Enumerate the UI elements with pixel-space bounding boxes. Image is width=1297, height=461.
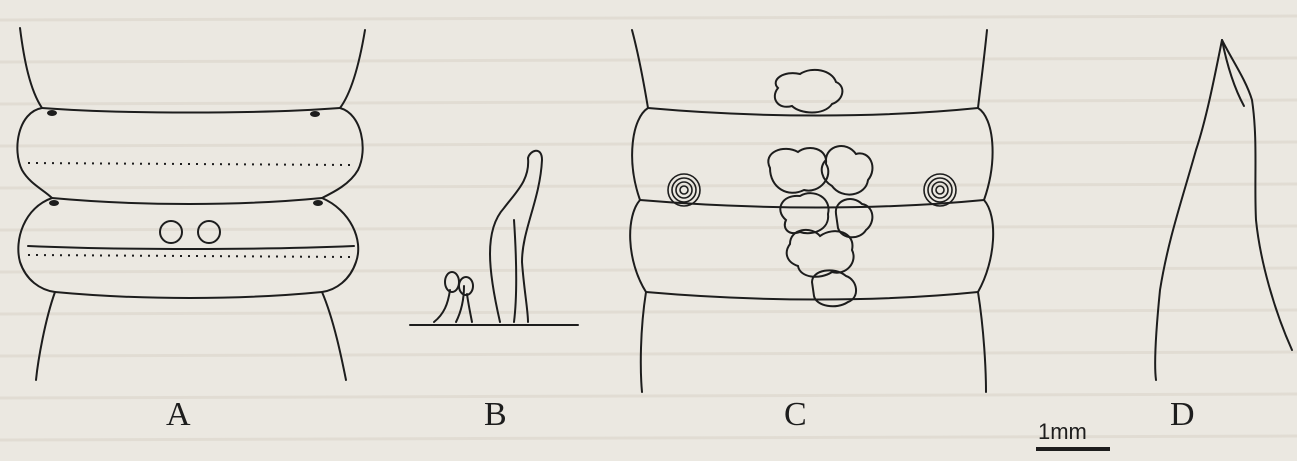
panel-a-posterior-segment	[36, 292, 55, 380]
panel-c-posterior-segment	[641, 292, 646, 392]
scale-bar-label: 1mm	[1038, 421, 1087, 443]
panel-a-dotted-lines	[28, 163, 352, 257]
panel-a-annulus-1	[17, 108, 52, 198]
panel-c-anterior-gland	[775, 70, 843, 113]
panel-d-drawing	[1155, 40, 1292, 380]
panel-c-anterior-segment	[632, 30, 648, 108]
panel-label-c: C	[784, 398, 807, 432]
panel-label-b: B	[484, 398, 507, 432]
panel-a-anterior-segment	[20, 28, 42, 108]
panel-b-small-process	[434, 290, 450, 322]
panel-d-outline-left	[1155, 40, 1222, 380]
panel-c-gland-2	[822, 146, 873, 195]
panel-c-annulus-2	[630, 200, 646, 292]
paper-texture	[0, 16, 1297, 440]
panel-c-eyespot-left	[668, 174, 700, 206]
panel-a-drawing	[17, 28, 365, 380]
panel-a-papillae	[47, 110, 323, 206]
panel-label-d: D	[1170, 398, 1195, 432]
panel-c-eyespot-right	[924, 174, 956, 206]
panel-label-a: A	[166, 398, 191, 432]
panel-b-drawing	[410, 151, 578, 325]
panel-d-outline-right	[1222, 40, 1292, 350]
panel-c-gland-6	[812, 270, 856, 306]
panel-a-pore-left	[160, 221, 182, 243]
panel-c-drawing	[630, 30, 993, 392]
panel-a-pore-right	[198, 221, 220, 243]
panel-a-annulus-2	[18, 198, 55, 292]
